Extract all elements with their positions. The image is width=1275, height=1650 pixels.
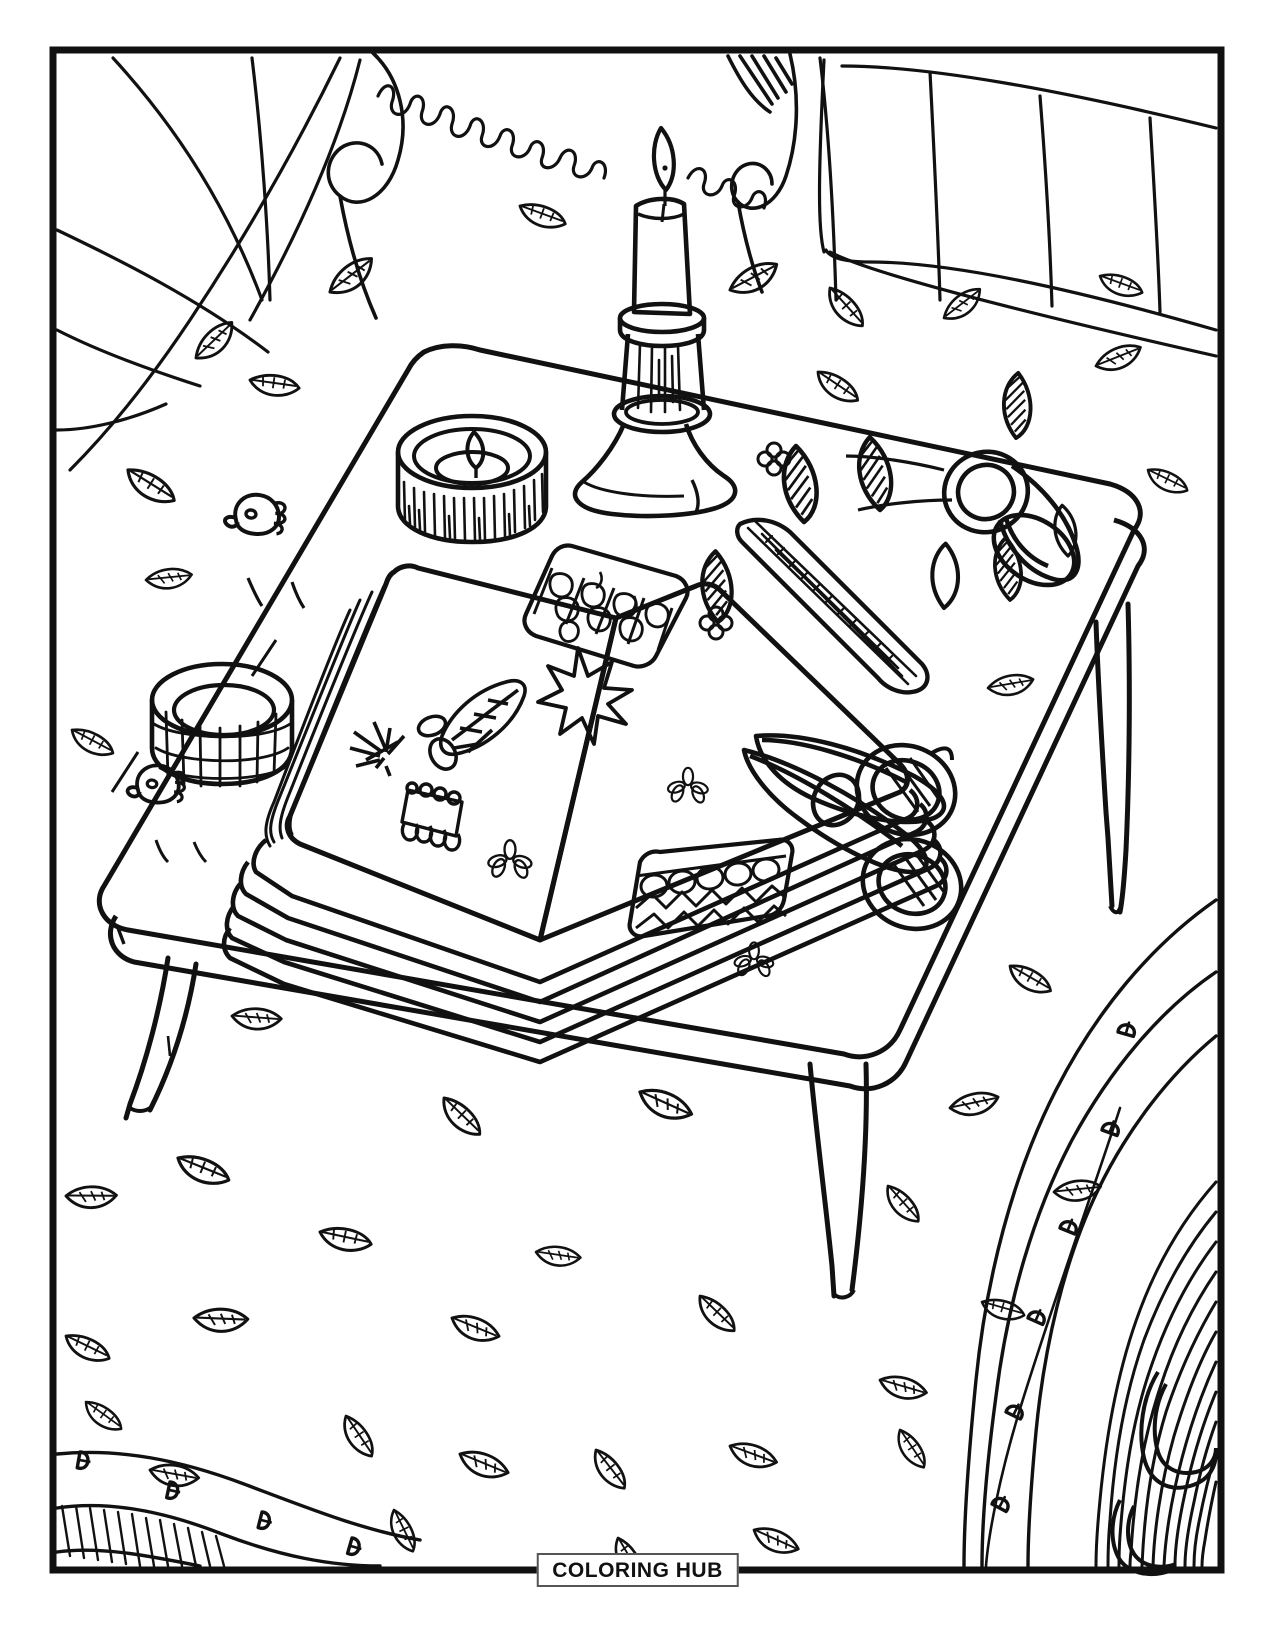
scissors-loop-lower	[860, 836, 964, 932]
doodle-star	[536, 646, 634, 746]
doodle-flower-1	[485, 838, 535, 881]
scissors-blade-upper	[753, 733, 947, 825]
bird-figurine-left	[124, 760, 208, 864]
tea-light-flame	[465, 430, 486, 470]
book-cover	[221, 788, 949, 1065]
rug-stripes	[1094, 1180, 1218, 1568]
scissors-small	[845, 449, 1081, 588]
table-leg-front-right	[807, 1061, 837, 1299]
holder-base-ring	[611, 393, 713, 435]
scissors-large	[741, 733, 964, 932]
tape-strip-2	[627, 837, 795, 939]
book-right-page	[537, 581, 910, 943]
holder-stem	[619, 333, 707, 411]
book-spine	[537, 617, 619, 941]
page-frame	[49, 46, 1225, 1574]
doodle-sprig	[349, 721, 406, 777]
open-book	[221, 563, 949, 1065]
scissors-blade-lower	[741, 747, 929, 875]
table-edge-inner	[116, 927, 126, 945]
area-rug	[962, 898, 1218, 1568]
sofa-left	[55, 56, 362, 472]
table-leg-front-left	[123, 955, 171, 1121]
table-leg-back-right	[1093, 619, 1115, 909]
basket-lower-right	[1110, 1370, 1218, 1577]
tape-strip-1	[522, 543, 690, 669]
candlestick	[572, 125, 738, 519]
bird-figurine-top	[221, 488, 306, 609]
coffee-table	[96, 343, 1147, 1300]
washi-tape-roll	[110, 639, 295, 793]
candle-taper	[631, 196, 693, 317]
watermark-box: COLORING HUB	[536, 1553, 739, 1587]
sofa-right	[817, 56, 1218, 358]
table-leaf-2	[843, 436, 909, 511]
sofa-right-arm	[726, 52, 799, 294]
doodle-leaf	[416, 679, 527, 771]
book-left-stack	[264, 584, 386, 848]
doodle-flower-2	[665, 766, 711, 806]
rug-left-tassels	[75, 1450, 366, 1559]
zigzag-garland	[376, 84, 767, 210]
tape-roll-grid	[152, 710, 292, 788]
doodle-banner	[400, 781, 464, 852]
rug-tassel-row	[984, 1018, 1139, 1568]
candle-flame	[651, 125, 676, 193]
tea-light-ridges	[402, 472, 545, 542]
table-edge	[107, 517, 1147, 1092]
table-top	[96, 343, 1143, 1060]
ruler	[735, 517, 930, 695]
scissors-loop-upper	[854, 742, 958, 838]
tea-light	[395, 413, 549, 545]
rug-left-hatch	[60, 1504, 226, 1568]
holder-collar	[617, 301, 707, 335]
table-leaf-7	[1043, 503, 1088, 559]
watermark-label: COLORING HUB	[552, 1559, 723, 1582]
holder-base	[572, 423, 738, 519]
table-leaf-6	[983, 370, 1051, 442]
table-leaf-4	[917, 543, 974, 610]
book-left-page	[284, 563, 619, 943]
rug-left	[55, 1450, 422, 1568]
sofa-left-arm	[326, 50, 405, 320]
